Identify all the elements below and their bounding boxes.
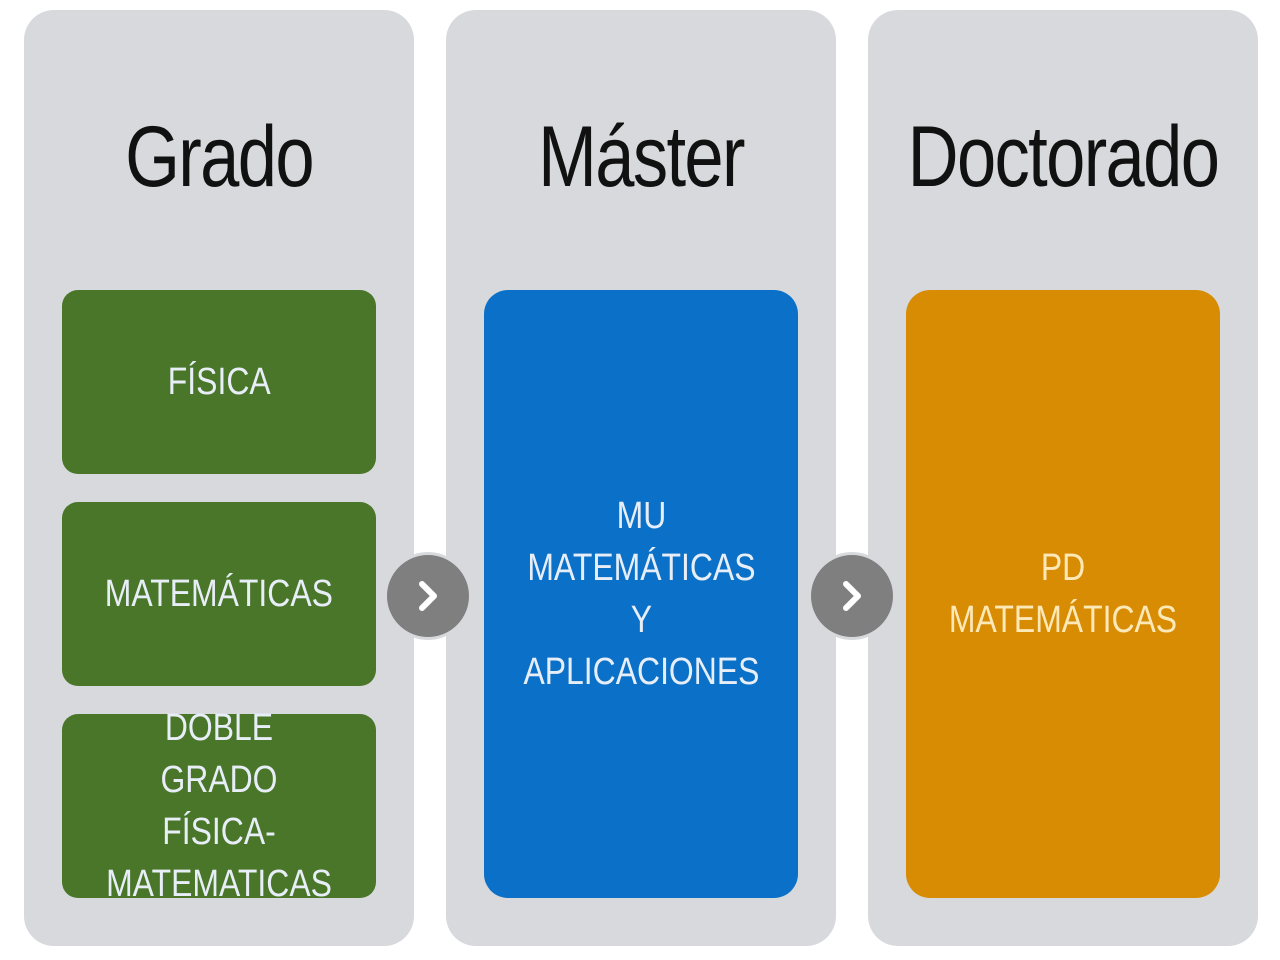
column-doctorado: Doctorado PD MATEMÁTICAS xyxy=(868,10,1258,946)
column-title-doctorado: Doctorado xyxy=(907,108,1220,205)
chevron-right-icon xyxy=(384,552,472,640)
chevron-right-icon xyxy=(808,552,896,640)
box-mu-matematicas: MU MATEMÁTICAS Y APLICACIONES xyxy=(484,290,798,898)
column-master: Máster MU MATEMÁTICAS Y APLICACIONES xyxy=(446,10,836,946)
box-matematicas: MATEMÁTICAS xyxy=(62,502,376,686)
box-label: MATEMÁTICAS xyxy=(104,573,334,615)
column-title-grado: Grado xyxy=(125,108,314,205)
box-label: MU MATEMÁTICAS Y APLICACIONES xyxy=(523,495,759,693)
box-pd-matematicas: PD MATEMÁTICAS xyxy=(906,290,1220,898)
box-doble-grado: DOBLE GRADO FÍSICA- MATEMATICAS xyxy=(62,707,376,905)
box-label: FÍSICA xyxy=(167,361,271,403)
box-fisica: FÍSICA xyxy=(62,290,376,474)
column-title-master: Máster xyxy=(538,108,745,205)
box-label: DOBLE GRADO FÍSICA- MATEMATICAS xyxy=(106,707,332,905)
box-label: PD MATEMÁTICAS xyxy=(948,547,1178,641)
column-grado: Grado FÍSICA MATEMÁTICAS DOBLE GRADO FÍS… xyxy=(24,10,414,946)
